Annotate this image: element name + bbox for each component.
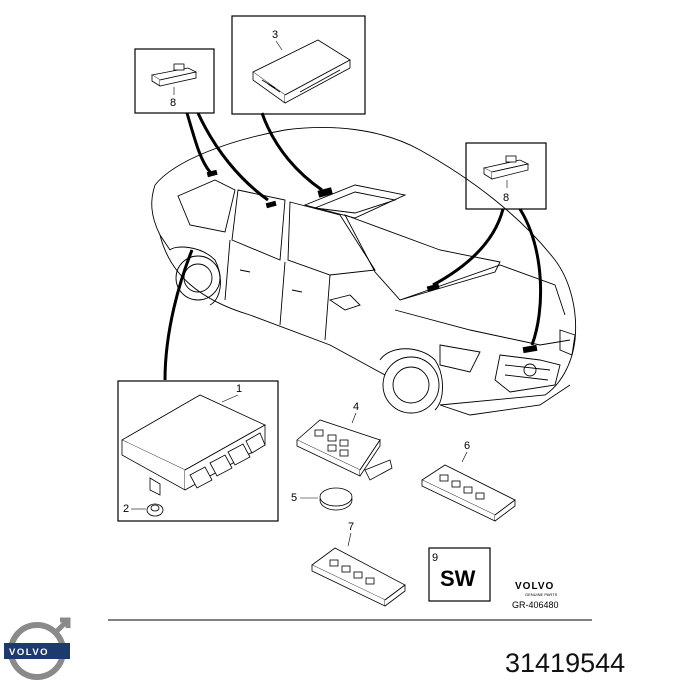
sensor-part-8-left: [150, 63, 198, 87]
callout-8-right: 8: [503, 192, 509, 204]
leader-lines: [163, 112, 543, 381]
part-number: 31419544: [505, 648, 626, 678]
control-module-part-1: [121, 394, 266, 496]
stamp-brand: VOLVO: [515, 581, 554, 592]
callout-4: 4: [353, 401, 359, 413]
callout-1: 1: [236, 383, 242, 395]
part-8-right-inset: 8: [465, 142, 547, 210]
volvo-logo: VOLVO: [4, 617, 71, 680]
sensor-part-8-right: [482, 155, 530, 180]
stamp-sub: GENUINE PARTS: [525, 592, 558, 597]
key-fob-part-4: 4: [296, 401, 393, 481]
callout-7: 7: [348, 521, 354, 533]
part-3-inset: 3: [231, 15, 366, 115]
clip-part-2: [146, 503, 164, 517]
part-8-left-inset: 8: [134, 48, 215, 114]
callout-2: 2: [123, 503, 129, 515]
part-1-inset: 1 2: [117, 380, 279, 522]
callout-5: 5: [291, 492, 297, 504]
callout-3: 3: [272, 29, 278, 41]
battery-part-5: 5: [291, 487, 353, 511]
callout-6: 6: [464, 440, 470, 452]
genuine-parts-stamp: VOLVO GENUINE PARTS GR-406480: [512, 581, 559, 610]
key-fob-part-7: 7: [311, 521, 406, 607]
callout-9: 9: [432, 552, 438, 564]
logo-text: VOLVO: [9, 647, 49, 658]
stamp-code: GR-406480: [512, 600, 559, 610]
key-fob-part-6: 6: [421, 440, 516, 522]
callout-8-left: 8: [170, 97, 176, 109]
module-part-3: [252, 39, 351, 104]
software-part-9: 9 SW: [428, 547, 491, 602]
car-illustration: [151, 127, 577, 416]
software-label: SW: [440, 566, 476, 591]
